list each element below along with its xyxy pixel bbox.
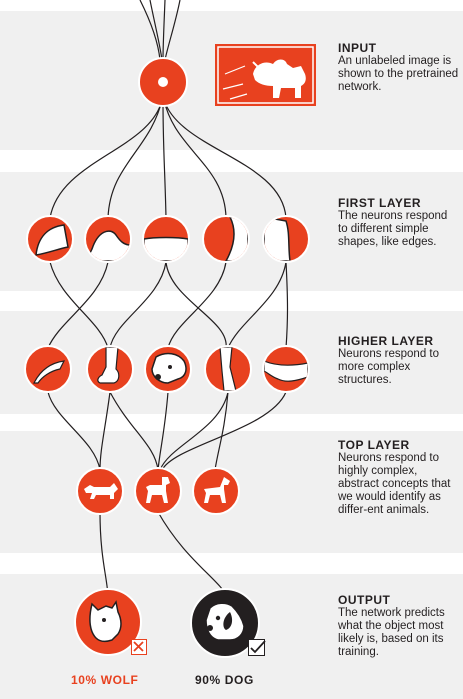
dog-probability: 90% DOG (195, 673, 254, 687)
first-layer-neuron-3 (142, 215, 190, 263)
input-image (215, 44, 316, 106)
input-label: INPUT An unlabeled image is shown to the… (338, 41, 460, 94)
higher-layer-label: HIGHER LAYER Neurons respond to more com… (338, 334, 460, 387)
first-layer-neuron-1 (26, 215, 74, 263)
higher-layer-neuron-5 (262, 345, 310, 393)
dog-photo-icon (215, 44, 316, 106)
output-title: OUTPUT (338, 593, 460, 607)
first-layer-title: FIRST LAYER (338, 196, 460, 210)
first-layer-label: FIRST LAYER The neurons respond to diffe… (338, 196, 460, 249)
dog-accept-mark (248, 639, 265, 656)
first-layer-neuron-2 (84, 215, 132, 263)
top-layer-description: Neurons respond to highly complex, abstr… (338, 452, 460, 517)
wolf-probability: 10% WOLF (71, 673, 138, 687)
top-layer-neuron-dog (134, 467, 182, 515)
top-layer-neuron-horse (192, 467, 240, 515)
first-layer-neuron-4 (202, 215, 250, 263)
higher-layer-neuron-3 (144, 345, 192, 393)
input-title: INPUT (338, 41, 460, 55)
first-layer-description: The neurons respond to different simple … (338, 210, 460, 249)
higher-layer-neuron-1 (24, 345, 72, 393)
check-box-icon (249, 640, 267, 656)
output-label: OUTPUT The network predicts what the obj… (338, 593, 460, 659)
input-description: An unlabeled image is shown to the pretr… (338, 55, 460, 94)
first-layer-neuron-5 (262, 215, 310, 263)
wolf-reject-mark (131, 639, 147, 655)
higher-layer-neuron-2 (86, 345, 134, 393)
input-neuron (138, 57, 188, 107)
higher-layer-title: HIGHER LAYER (338, 334, 460, 348)
x-box-icon (132, 640, 145, 653)
top-layer-neuron-wolf (76, 467, 124, 515)
top-layer-title: TOP LAYER (338, 438, 460, 452)
higher-layer-neuron-4 (204, 345, 252, 393)
top-layer-label: TOP LAYER Neurons respond to highly comp… (338, 438, 460, 517)
output-description: The network predicts what the object mos… (338, 607, 460, 659)
higher-layer-description: Neurons respond to more complex structur… (338, 348, 460, 387)
